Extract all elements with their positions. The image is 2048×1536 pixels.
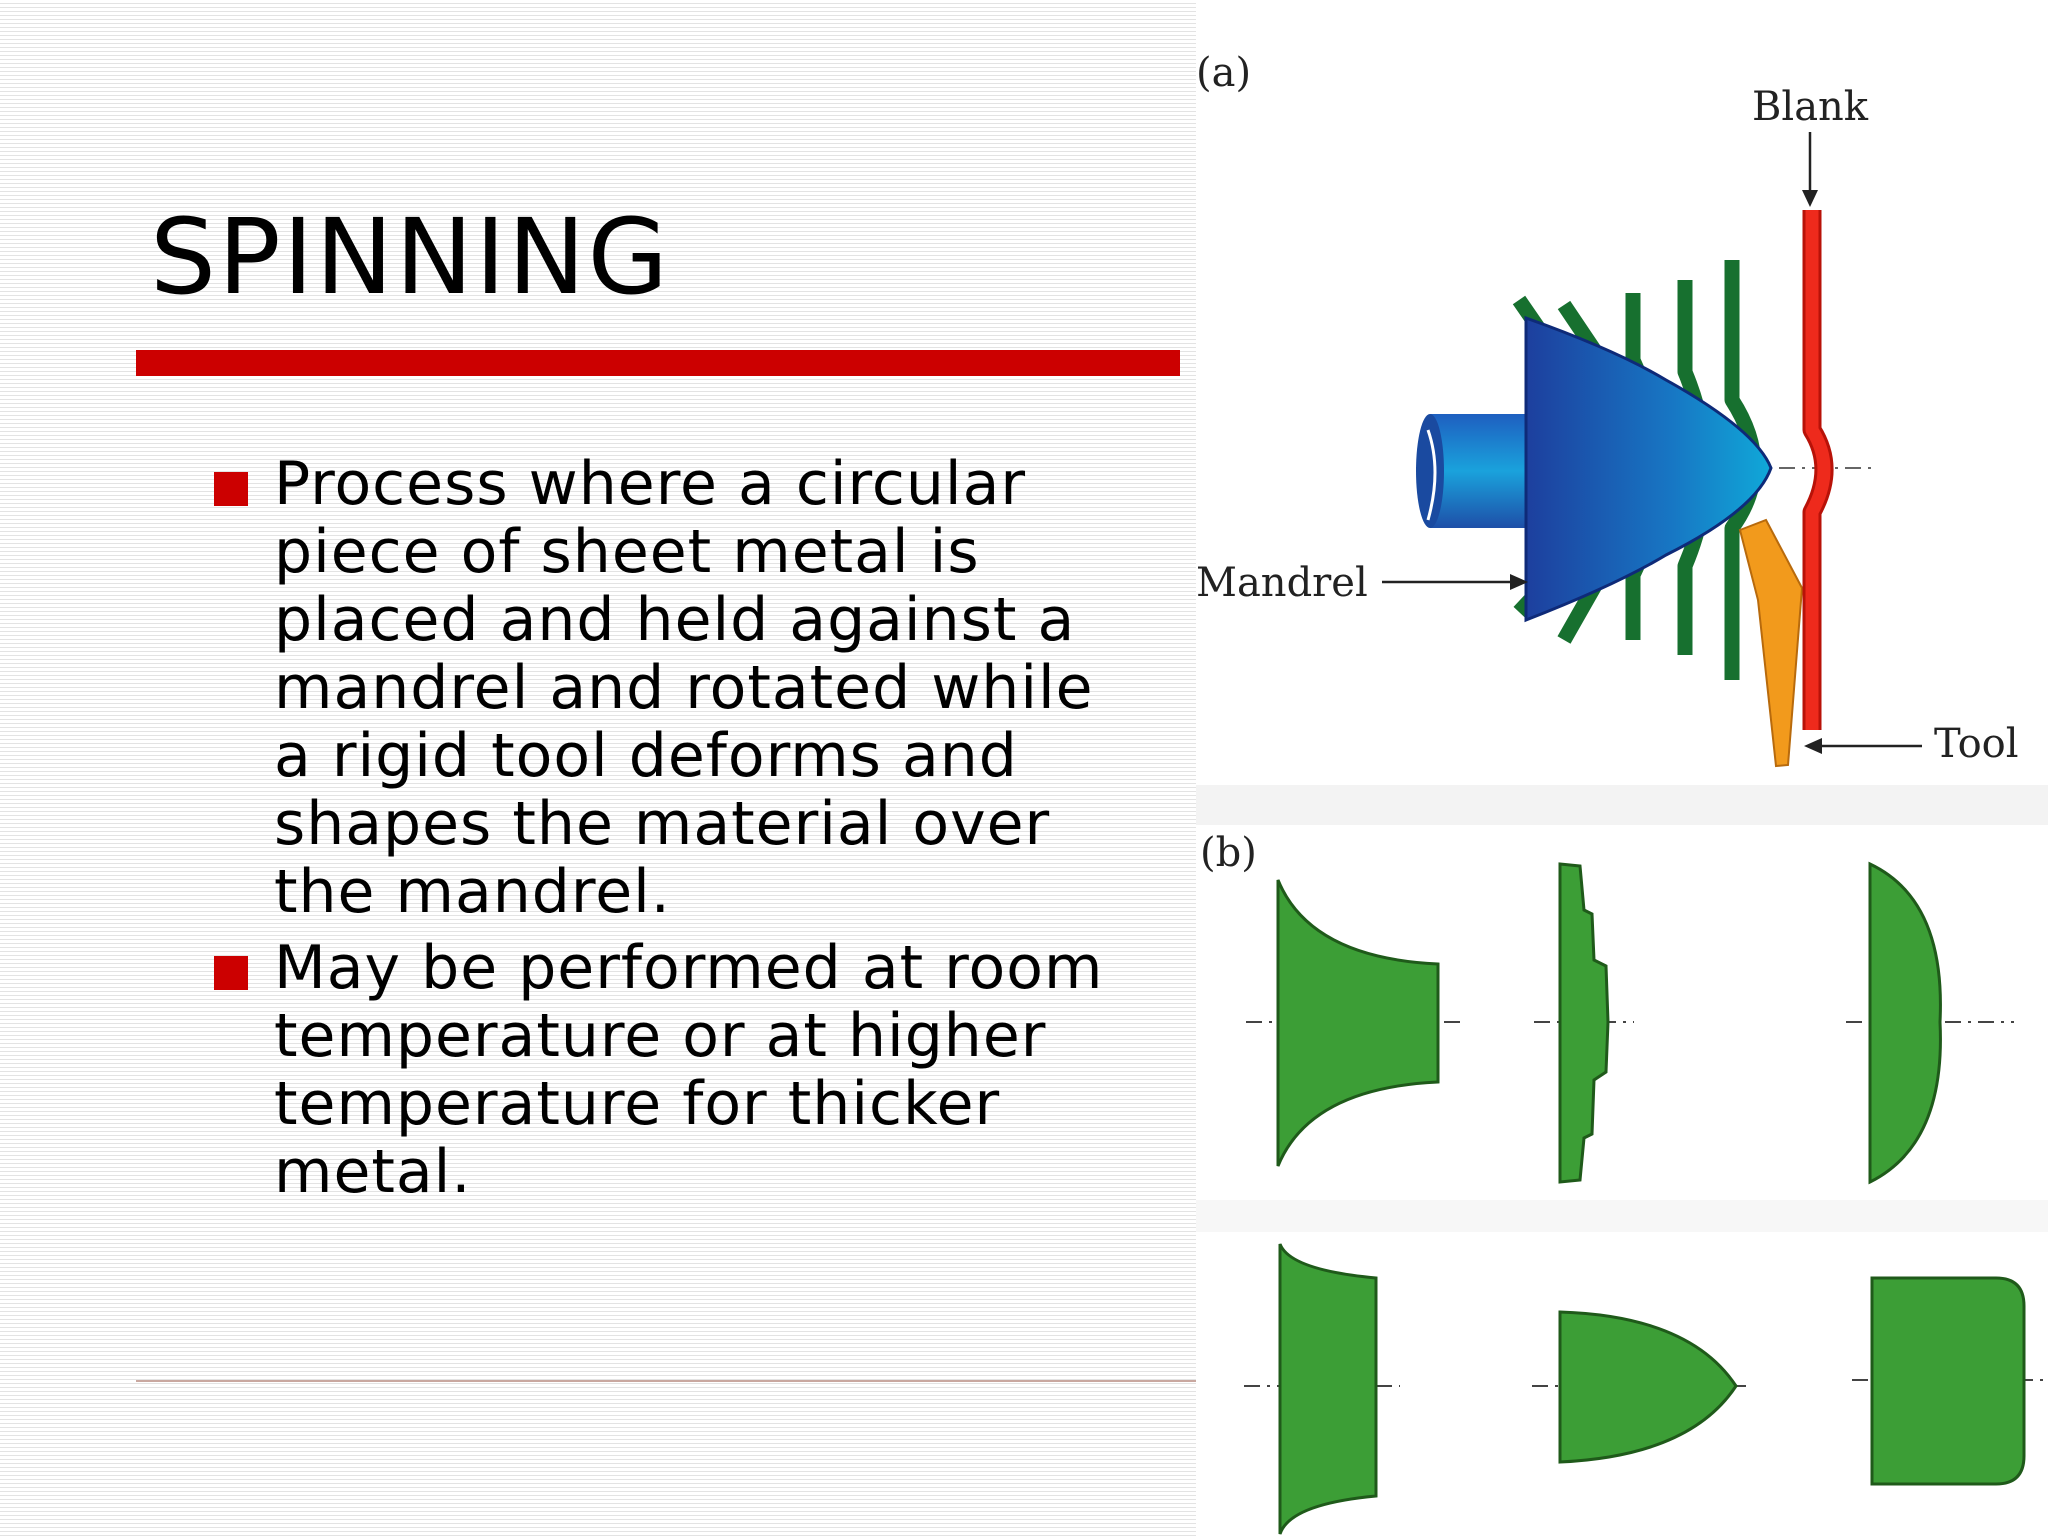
blank-sheet — [1805, 210, 1831, 730]
panel-separator — [1196, 785, 2048, 825]
spinning-figure-svg: (a) Blank Mandrel Tool — [1196, 50, 2048, 1535]
footer-divider — [136, 1380, 1196, 1382]
part-b-label: (b) — [1200, 830, 1257, 876]
blank-arrowhead-icon — [1802, 190, 1818, 207]
part-shape-dome — [1846, 861, 2014, 1185]
blank-label: Blank — [1752, 84, 1869, 130]
title-underline-bar — [136, 350, 1180, 376]
part-shape-stepped-disk — [1534, 862, 1634, 1184]
part-shape-bullet-nose — [1532, 1310, 1750, 1464]
square-bullet-icon — [214, 956, 248, 990]
bullet-text: May be performed at room temperature or … — [274, 933, 1104, 1207]
part-shape-flared — [1246, 879, 1460, 1167]
tool-arrowhead-icon — [1804, 738, 1822, 754]
slide-title: SPINNING — [150, 196, 671, 318]
bullet-text: Process where a circular piece of sheet … — [274, 449, 1094, 927]
mandrel-label: Mandrel — [1196, 560, 1368, 606]
mandrel-arrowhead-icon — [1510, 574, 1528, 590]
bullet-list: Process where a circular piece of sheet … — [212, 450, 1112, 1214]
spinning-figure: (a) Blank Mandrel Tool — [1196, 0, 2048, 1536]
square-bullet-icon — [214, 472, 248, 506]
bullet-item: Process where a circular piece of sheet … — [212, 450, 1112, 926]
mandrel-shaft — [1416, 414, 1528, 528]
part-a-label: (a) — [1196, 50, 1251, 96]
bullet-item: May be performed at room temperature or … — [212, 934, 1112, 1206]
forming-tool — [1738, 518, 1804, 768]
tool-label: Tool — [1934, 721, 2019, 767]
mandrel-cone — [1524, 315, 1773, 623]
part-shape-rounded-cup — [1852, 1276, 2048, 1486]
part-shape-concave-cylinder — [1244, 1243, 1400, 1535]
panel-separator — [1196, 1200, 2048, 1232]
